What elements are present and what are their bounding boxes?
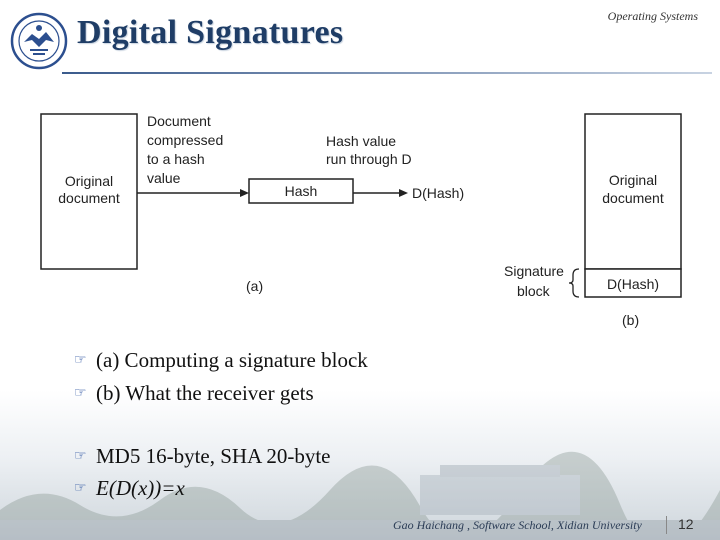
arrowhead xyxy=(399,189,408,197)
bullet-item: ☞E(D(x))=x xyxy=(74,476,185,501)
compress-note: value xyxy=(147,170,181,186)
original-document-label-a: Original xyxy=(65,173,113,189)
hash-box-label: Hash xyxy=(285,183,318,199)
signature-diagram: Original document Document compressed to… xyxy=(0,0,720,340)
arrowhead xyxy=(240,189,249,197)
brace-icon xyxy=(569,269,579,297)
dhash-label-a: D(Hash) xyxy=(412,185,464,201)
bullet-item: ☞(b) What the receiver gets xyxy=(74,381,314,406)
caption-a: (a) xyxy=(246,278,263,294)
compress-note: Document xyxy=(147,113,211,129)
pointing-hand-icon: ☞ xyxy=(74,448,96,464)
pointing-hand-icon: ☞ xyxy=(74,480,96,496)
pointing-hand-icon: ☞ xyxy=(74,385,96,401)
original-document-label-b: document xyxy=(602,190,664,206)
original-document-label-b: Original xyxy=(609,172,657,188)
dhash-label-b: D(Hash) xyxy=(607,276,659,292)
pointing-hand-icon: ☞ xyxy=(74,352,96,368)
hash-note: Hash value xyxy=(326,133,396,149)
hash-note: run through D xyxy=(326,151,412,167)
signature-block-label: block xyxy=(517,283,551,299)
signature-block-label: Signature xyxy=(504,263,564,279)
compress-note: to a hash xyxy=(147,151,205,167)
footer-credit: Gao Haichang , Software School, Xidian U… xyxy=(393,518,642,533)
footer-divider xyxy=(666,516,667,534)
original-document-label-a: document xyxy=(58,190,120,206)
page-number: 12 xyxy=(678,516,694,532)
bullet-item: ☞(a) Computing a signature block xyxy=(74,348,368,373)
caption-b: (b) xyxy=(622,312,639,328)
compress-note: compressed xyxy=(147,132,223,148)
bullet-item: ☞MD5 16-byte, SHA 20-byte xyxy=(74,444,331,469)
